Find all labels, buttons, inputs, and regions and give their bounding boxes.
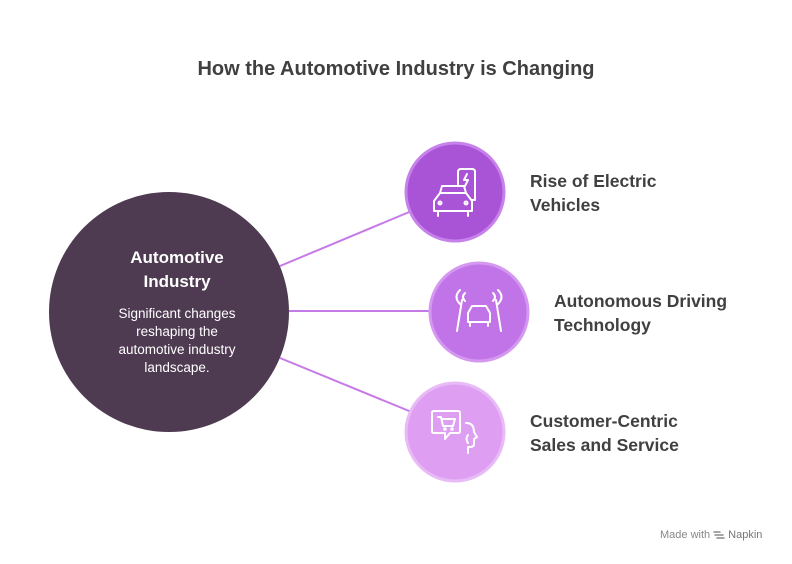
center-circle [49, 192, 289, 432]
label-electric-vehicles-line2: Vehicles [530, 195, 601, 215]
connector-line-3 [279, 357, 415, 414]
label-electric-vehicles-line1: Rise of Electric [530, 171, 657, 191]
center-title-line2: Industry [143, 272, 211, 291]
label-autonomous-driving-line2: Technology [554, 315, 651, 335]
node-autonomous-driving [428, 261, 530, 363]
label-autonomous-driving: Autonomous Driving Technology [554, 289, 727, 337]
footer-brand: Napkin [728, 529, 763, 541]
node-electric-vehicles [404, 141, 506, 243]
footer-made-with: Made with [660, 529, 711, 541]
center-description: Significant changes reshaping the automo… [90, 305, 264, 377]
center-desc-line1: Significant changes [118, 306, 236, 321]
connector-line-1 [279, 209, 415, 267]
label-customer-centric: Customer-Centric Sales and Service [530, 409, 679, 457]
center-desc-line2: reshaping the [136, 324, 218, 339]
electric-car-charging-icon [433, 168, 476, 217]
node-customer-centric [404, 381, 506, 483]
autonomous-car-icon [455, 289, 503, 332]
center-title-line1: Automotive [130, 248, 224, 267]
label-customer-centric-line1: Customer-Centric [530, 411, 678, 431]
center-desc-line4: landscape. [144, 360, 210, 375]
page-title: How the Automotive Industry is Changing [197, 58, 595, 80]
center-title: Automotive Industry [72, 246, 282, 294]
made-with-napkin-badge[interactable]: Made with Napkin [660, 529, 762, 541]
center-desc-line3: automotive industry [118, 342, 236, 357]
label-customer-centric-line2: Sales and Service [530, 435, 679, 455]
label-electric-vehicles: Rise of Electric Vehicles [530, 169, 656, 217]
label-autonomous-driving-line1: Autonomous Driving [554, 291, 728, 311]
shopping-cart-speech-icon [431, 410, 478, 454]
napkin-logo-icon [713, 531, 725, 539]
